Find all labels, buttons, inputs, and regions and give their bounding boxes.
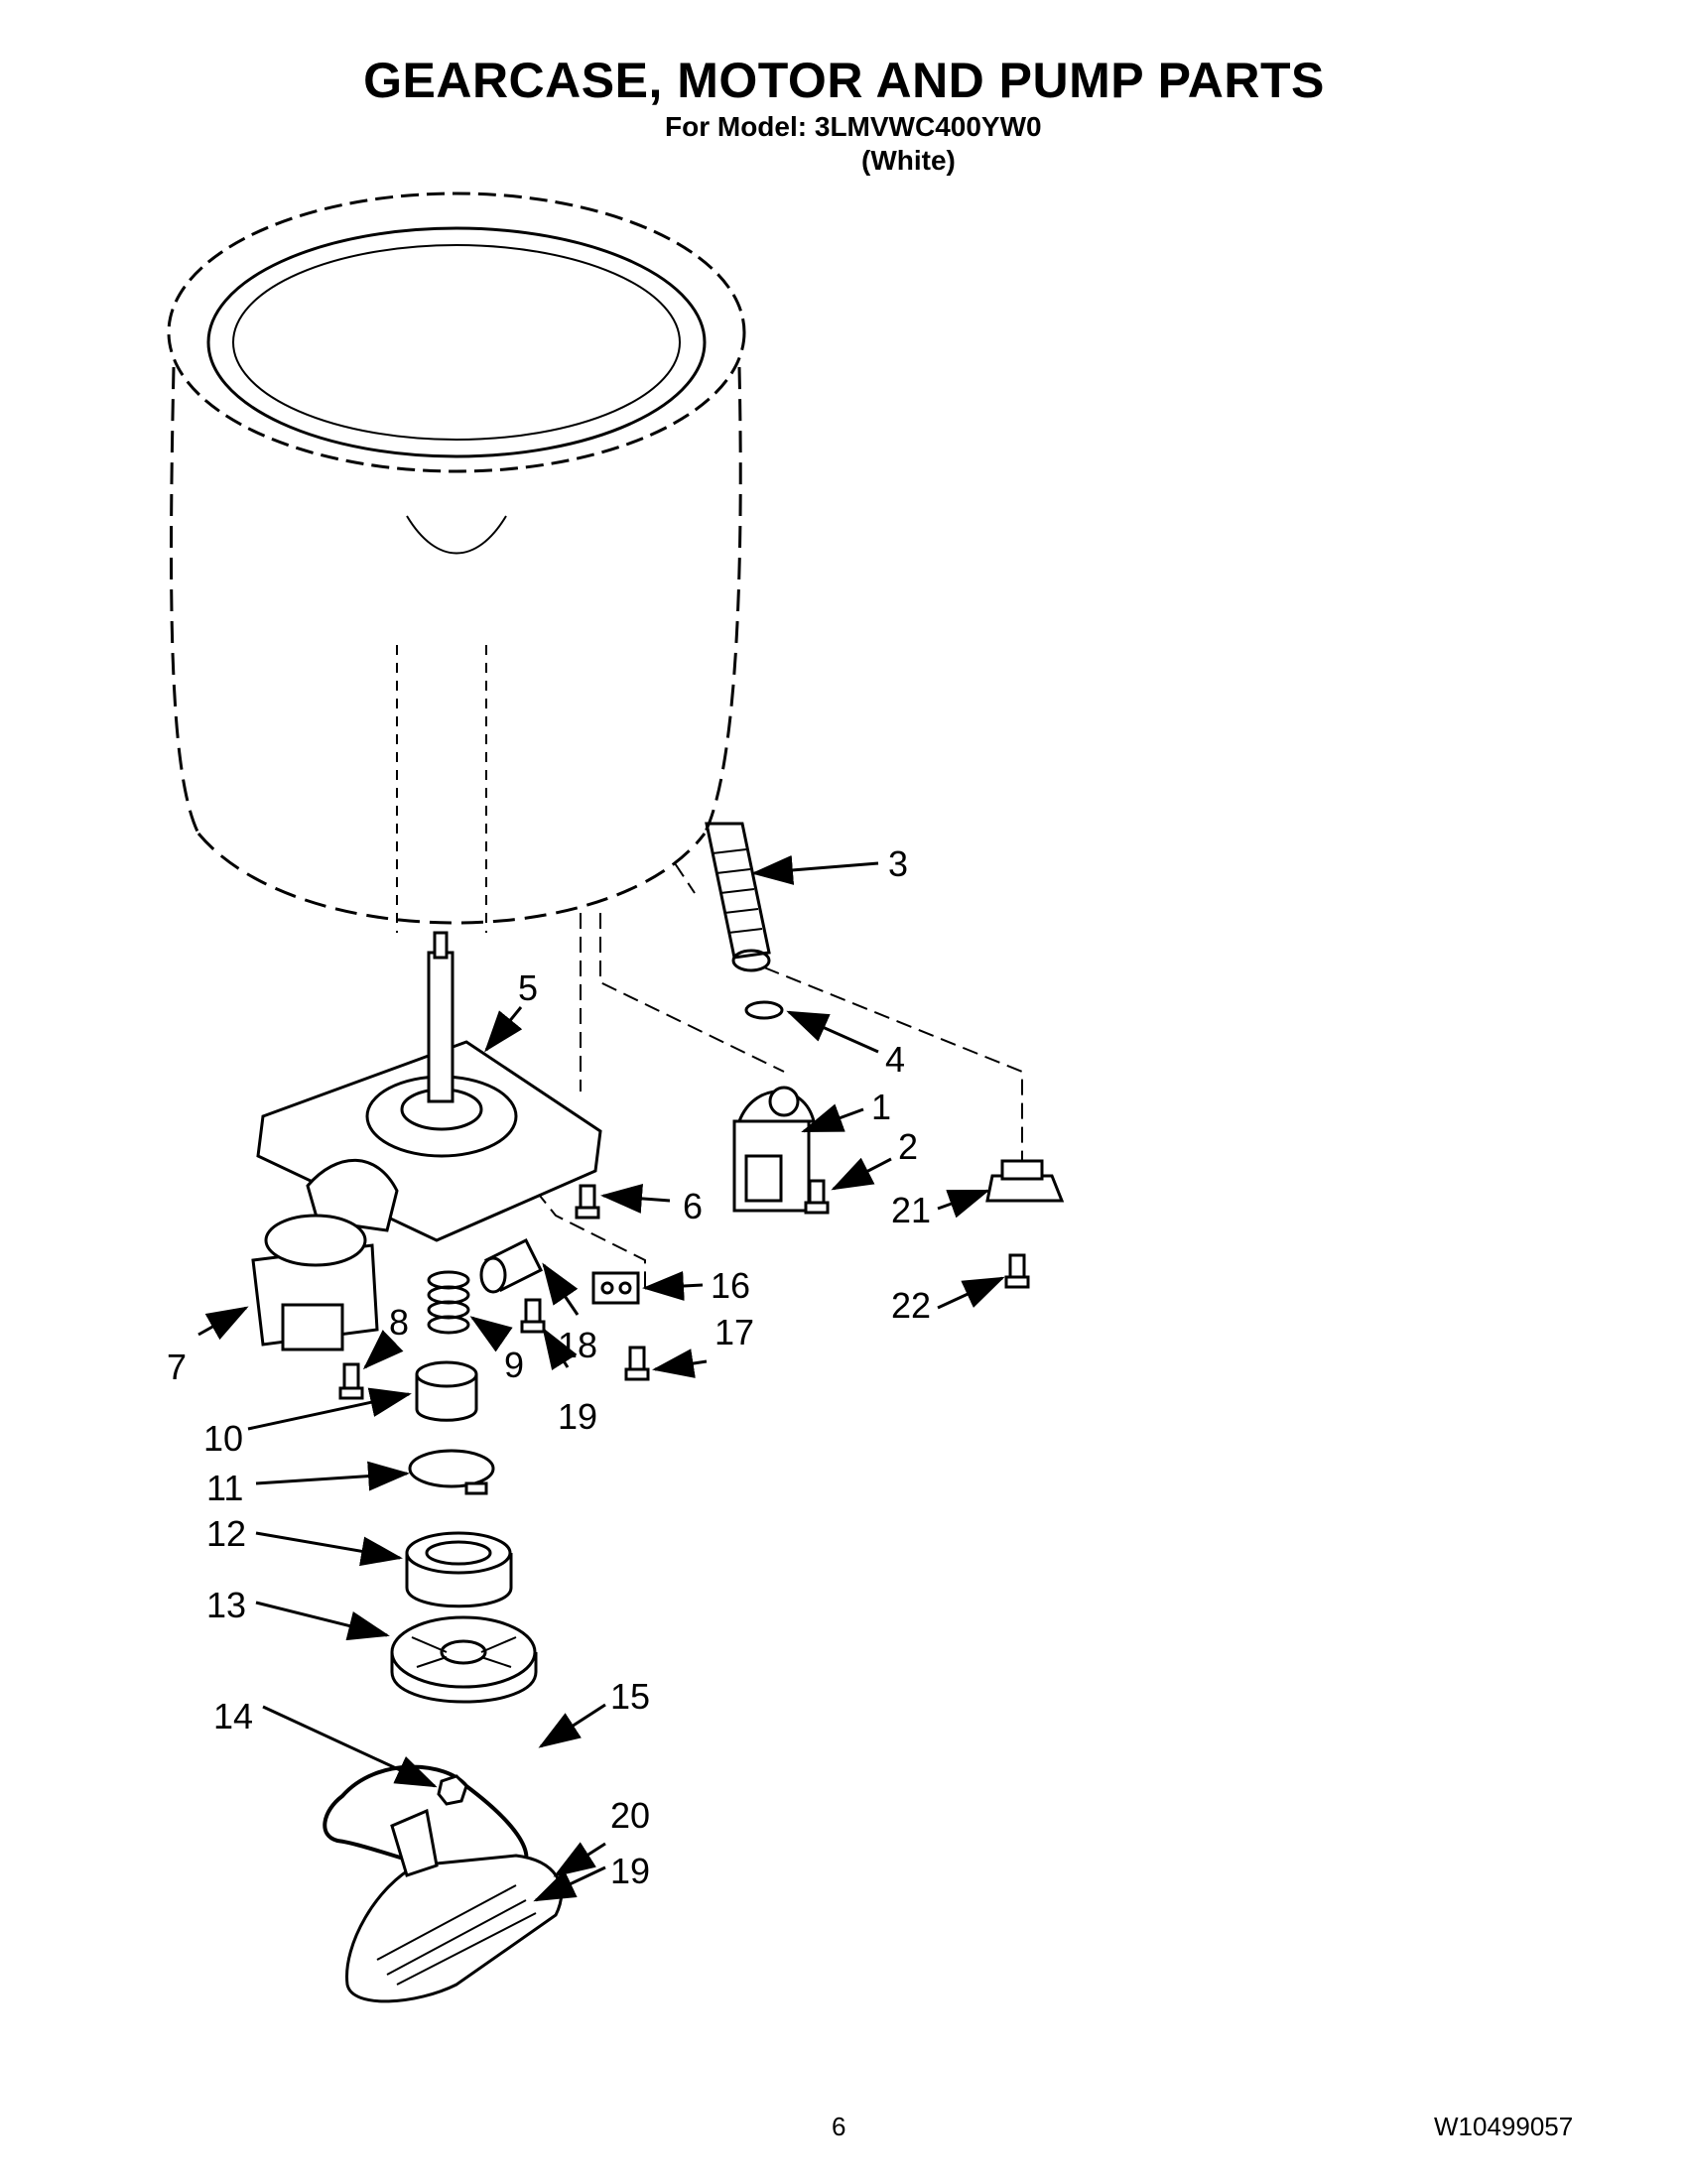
arrow-20 (553, 1842, 606, 1877)
arrow-5 (484, 1006, 523, 1053)
callout-5: 5 (518, 967, 538, 1008)
color-line: (White) (861, 145, 956, 176)
screw-8 (338, 1362, 364, 1400)
arrow-12 (255, 1531, 403, 1567)
screw-illustrations (338, 1179, 1030, 1914)
callout-17: 17 (714, 1312, 754, 1352)
arrow-10 (247, 1387, 412, 1431)
shield-illustration (345, 1808, 564, 2003)
arrow-22 (937, 1276, 1005, 1310)
callout-19b: 19 (610, 1851, 650, 1891)
callout-9: 9 (504, 1345, 524, 1385)
arrow-7 (197, 1306, 249, 1341)
model-line: For Model: 3LMVWC400YW0 (665, 111, 1042, 142)
callout-1: 1 (871, 1087, 891, 1127)
callout-10: 10 (203, 1418, 243, 1459)
spring-illustration (427, 1270, 470, 1335)
callout-8: 8 (389, 1302, 409, 1343)
arrow-15 (538, 1703, 606, 1748)
screw-17 (624, 1346, 650, 1381)
callout-20: 20 (610, 1795, 650, 1836)
tub-illustration (167, 192, 746, 933)
arrow-4 (786, 1010, 879, 1054)
arrow-16 (642, 1271, 704, 1301)
callout-11: 11 (206, 1468, 243, 1508)
screw-2 (804, 1179, 830, 1215)
arrow-13 (255, 1601, 390, 1641)
arrow-21 (937, 1189, 990, 1219)
callout-7: 7 (167, 1347, 187, 1387)
motor-illustration (251, 1214, 379, 1351)
arrow-9 (469, 1316, 513, 1352)
callout-3: 3 (888, 843, 908, 884)
document-number: W10499057 (1434, 2112, 1574, 2141)
callout-19a: 19 (558, 1396, 597, 1437)
callout-12: 12 (206, 1513, 246, 1554)
arrow-2 (831, 1157, 892, 1191)
arrow-19a (542, 1327, 578, 1370)
arrow-17 (652, 1349, 708, 1378)
brake-drum-illustration (405, 1531, 513, 1608)
pump-illustration (732, 1086, 816, 1213)
callout-18: 18 (558, 1325, 597, 1365)
clutch-illustration (415, 1360, 478, 1422)
callout-14: 14 (213, 1696, 253, 1736)
callout-arrows (197, 854, 1005, 1902)
callout-13: 13 (206, 1585, 246, 1625)
gearcase-illustration (256, 931, 602, 1242)
pump-hose-illustration (705, 822, 771, 972)
arrow-11 (255, 1461, 410, 1491)
arrow-18 (542, 1262, 580, 1316)
clamp-illustration (744, 1000, 784, 1020)
arrow-14 (262, 1705, 438, 1788)
screw-22 (1004, 1253, 1030, 1289)
brake-band-illustration (408, 1449, 495, 1495)
arrow-1 (801, 1103, 864, 1133)
nut-illustration (437, 1774, 468, 1806)
arrow-6 (600, 1183, 671, 1214)
callout-6: 6 (683, 1186, 703, 1226)
arrow-3 (751, 854, 879, 885)
callout-2: 2 (898, 1126, 918, 1167)
callout-15: 15 (610, 1676, 650, 1717)
page-number: 6 (832, 2112, 846, 2141)
pulley-illustration (390, 1615, 538, 1704)
callout-21: 21 (891, 1190, 931, 1230)
switch-illustration (591, 1271, 640, 1305)
bracket-illustration (985, 1159, 1065, 1203)
assembly-leaders (535, 862, 1023, 1295)
capacitor-illustration (479, 1237, 544, 1294)
callout-labels: 1 2 3 4 5 6 7 8 9 10 11 12 13 14 15 16 1… (167, 843, 931, 1891)
callout-4: 4 (885, 1039, 905, 1080)
arrow-8 (362, 1330, 404, 1370)
callout-16: 16 (711, 1265, 750, 1306)
screw-6 (575, 1184, 600, 1220)
page-title: GEARCASE, MOTOR AND PUMP PARTS (363, 53, 1325, 108)
screw-19a (520, 1298, 546, 1334)
callout-22: 22 (891, 1285, 931, 1326)
